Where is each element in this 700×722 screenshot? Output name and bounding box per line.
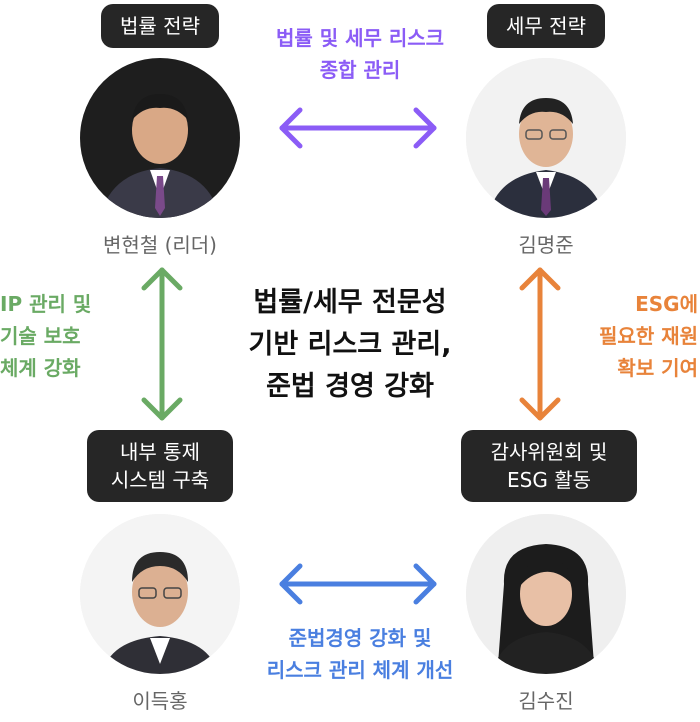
arrow-bottom	[279, 563, 437, 605]
role-badge-member-2: 세무 전략	[487, 4, 605, 48]
label-right: ESG에 필요한 재원 확보 기여	[599, 292, 698, 380]
avatar-member-3	[80, 514, 240, 674]
portrait-illustration	[80, 58, 240, 218]
portrait-illustration	[466, 58, 626, 218]
role-badge-member-3: 내부 통제 시스템 구축	[87, 430, 233, 502]
member-name-4: 김수진	[518, 689, 574, 713]
member-name-1: 변현철 (리더)	[103, 233, 217, 257]
portrait-illustration	[80, 514, 240, 674]
center-statement: 법률/세무 전문성 기반 리스크 관리, 준법 경영 강화	[248, 287, 452, 402]
label-left: IP 관리 및 기술 보호 체계 강화	[0, 292, 92, 380]
label-bottom: 준법경영 강화 및 리스크 관리 체계 개선	[266, 626, 454, 682]
avatar-member-1	[80, 58, 240, 218]
member-name-2: 김명준	[518, 233, 574, 257]
label-top: 법률 및 세무 리스크 종합 관리	[275, 26, 445, 82]
avatar-member-4	[466, 514, 626, 674]
avatar-member-2	[466, 58, 626, 218]
portrait-illustration	[466, 514, 626, 674]
arrow-right	[519, 267, 561, 421]
role-badge-member-1: 법률 전략	[101, 4, 219, 48]
arrow-left	[141, 267, 183, 421]
arrow-top	[279, 107, 437, 149]
member-name-3: 이득홍	[132, 689, 188, 713]
role-badge-member-4: 감사위원회 및 ESG 활동	[461, 430, 637, 502]
